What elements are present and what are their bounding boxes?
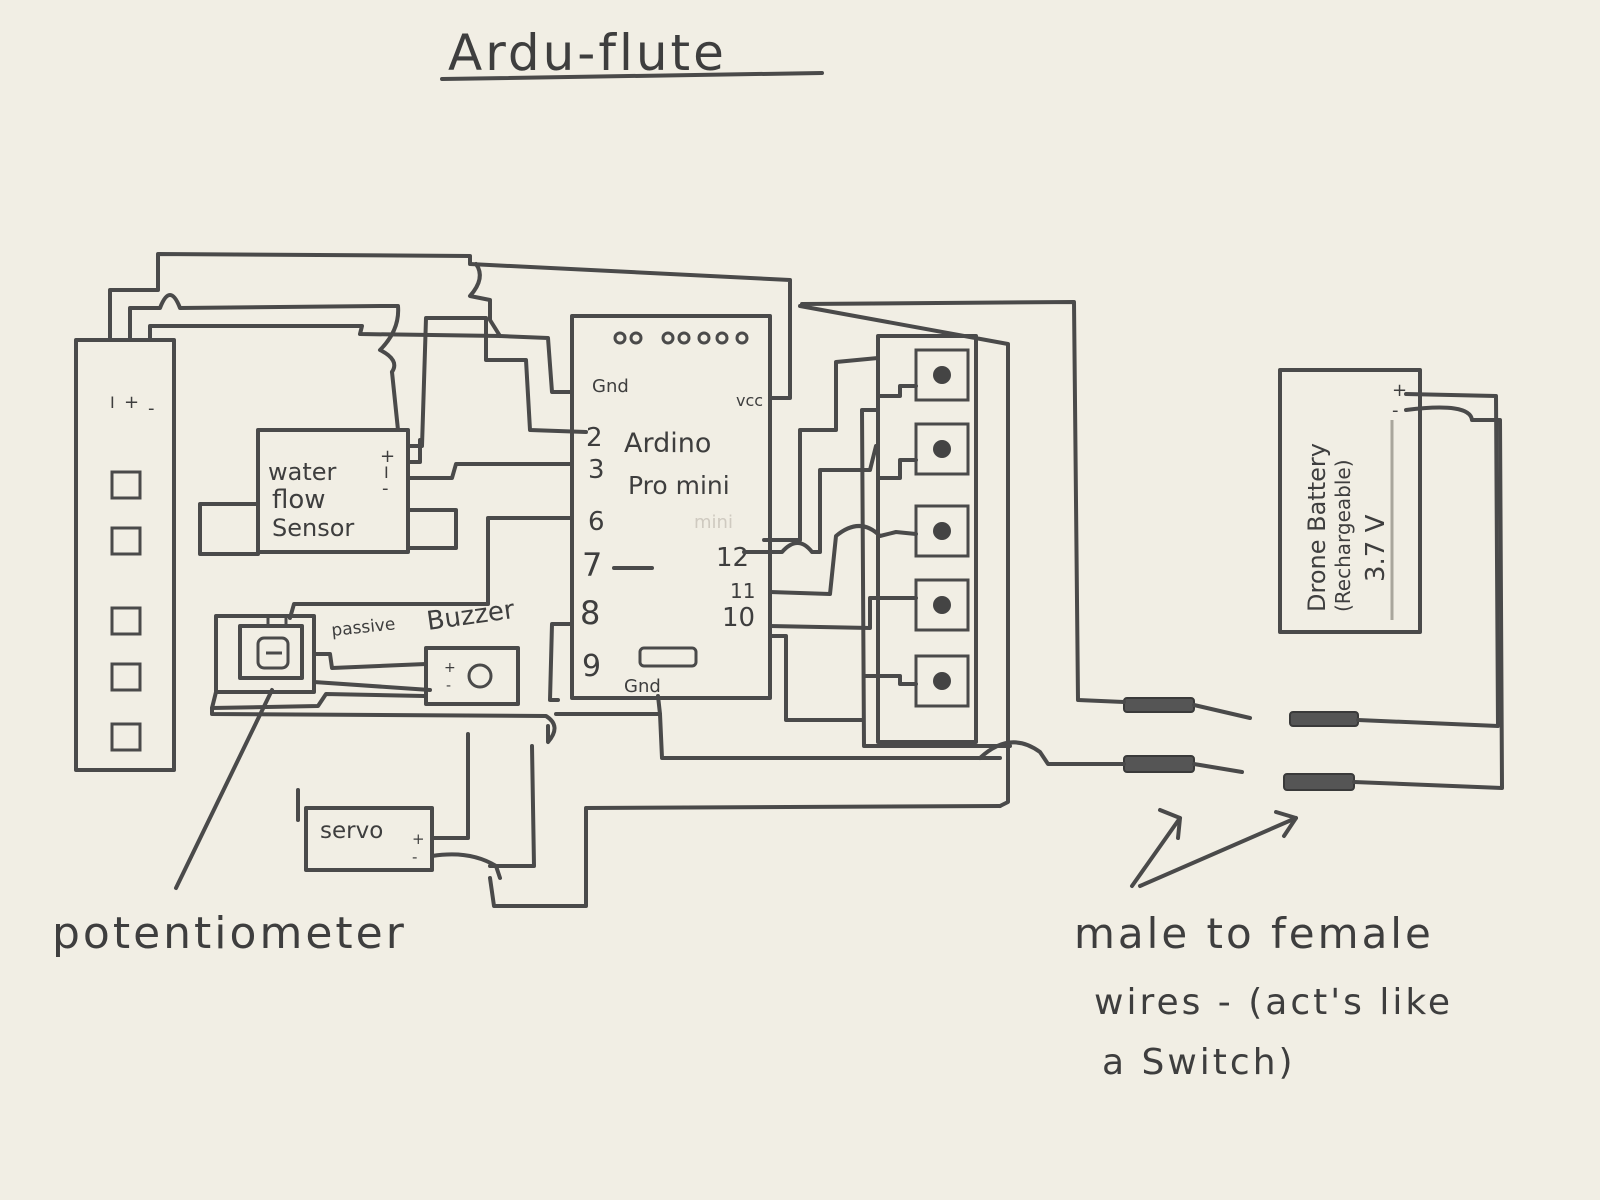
arduino-pin-label: 12 bbox=[716, 543, 749, 573]
header-hole bbox=[613, 331, 627, 345]
arduino-gnd-bottom-label: Gnd bbox=[624, 676, 661, 697]
female-connector bbox=[1283, 773, 1355, 791]
potentiometer bbox=[214, 614, 316, 694]
led-strip-segment bbox=[110, 606, 142, 636]
push-button bbox=[914, 422, 970, 476]
female-connector bbox=[1289, 711, 1359, 727]
buzzer-speaker bbox=[467, 663, 493, 689]
flow-sensor-pin-label: I bbox=[384, 463, 389, 482]
battery-label: 3.7 V bbox=[1361, 514, 1391, 582]
servo-pin-label: - bbox=[412, 848, 417, 866]
servo: servo + - bbox=[304, 806, 434, 872]
servo-label: servo bbox=[320, 818, 383, 844]
arduino-gnd-pad bbox=[638, 646, 698, 668]
male-connector bbox=[1123, 755, 1195, 773]
push-button bbox=[914, 654, 970, 708]
arduino-label: Pro mini bbox=[628, 471, 730, 500]
push-button-cap bbox=[933, 440, 951, 458]
header-hole bbox=[715, 331, 729, 345]
water-flow-sensor: water flow Sensor + I - bbox=[198, 428, 458, 556]
male-connector bbox=[1123, 697, 1195, 713]
arduino-pro-mini: Gnd vcc Ardino Pro mini mini 2 3 6 7 8 9… bbox=[570, 314, 772, 700]
push-button-cap bbox=[933, 672, 951, 690]
wiring bbox=[108, 252, 1504, 908]
flow-sensor-label: water bbox=[268, 458, 337, 486]
arduino-pin-label: 6 bbox=[588, 507, 605, 537]
led-strip-pin-label: + bbox=[124, 392, 139, 413]
led-strip-pin-label: - bbox=[148, 398, 155, 419]
connector-note: male to female bbox=[1074, 909, 1434, 958]
connector-note: a Switch) bbox=[1102, 1042, 1296, 1083]
arduino-vcc-label: vcc bbox=[736, 391, 763, 410]
led-strip-segment bbox=[110, 662, 142, 692]
header-hole bbox=[677, 331, 691, 345]
buzzer-pin-label: - bbox=[446, 678, 451, 694]
buzzer-pin-label: + bbox=[444, 660, 456, 676]
drone-battery: Drone Battery (Rechargeable) 3.7 V + - bbox=[1278, 368, 1422, 634]
battery-pin-label: - bbox=[1392, 400, 1399, 421]
push-button-cap bbox=[933, 522, 951, 540]
page-title: Ardu-flute bbox=[448, 24, 727, 82]
led-strip-pin-label: I bbox=[110, 393, 115, 412]
led-strip: I + - bbox=[74, 338, 176, 772]
title-underline bbox=[440, 71, 824, 81]
arduino-pin-label: 3 bbox=[588, 455, 605, 485]
push-button-cap bbox=[933, 596, 951, 614]
arduino-label: Ardino bbox=[624, 428, 711, 459]
push-button bbox=[914, 504, 970, 558]
push-buttons bbox=[876, 334, 978, 744]
arduino-pin-label: 10 bbox=[722, 603, 755, 633]
arduino-pin-label: 9 bbox=[582, 649, 601, 684]
flow-sensor-pin-label: - bbox=[382, 478, 389, 499]
arduino-ghost-text: mini bbox=[694, 512, 733, 533]
arduino-gnd-label: Gnd bbox=[592, 376, 629, 397]
battery-label: (Rechargeable) bbox=[1331, 459, 1355, 612]
header-hole bbox=[661, 331, 675, 345]
led-strip-segment bbox=[110, 470, 142, 500]
arduino-pin-label: 2 bbox=[586, 423, 603, 453]
flow-sensor-pin-label: + bbox=[380, 446, 395, 467]
servo-pin-label: + bbox=[412, 830, 425, 848]
header-hole bbox=[735, 331, 749, 345]
arduino-pin-label: 11 bbox=[730, 579, 755, 603]
flow-sensor-label: flow bbox=[272, 485, 326, 515]
arduino-pin-label: 7 bbox=[582, 546, 602, 584]
led-strip-segment bbox=[110, 722, 142, 752]
led-strip-segment bbox=[110, 526, 142, 556]
battery-pin-label: + bbox=[1392, 380, 1407, 401]
push-button bbox=[914, 348, 970, 402]
header-hole bbox=[697, 331, 711, 345]
battery-label: Drone Battery bbox=[1303, 443, 1331, 612]
flow-sensor-label: Sensor bbox=[272, 514, 354, 542]
buzzer-label: Buzzer bbox=[425, 595, 517, 637]
header-hole bbox=[629, 331, 643, 345]
switch-connectors bbox=[1123, 697, 1359, 791]
connector-note: wires - (act's like bbox=[1094, 982, 1453, 1023]
push-button-cap bbox=[933, 366, 951, 384]
potentiometer-label: potentiometer bbox=[52, 908, 407, 959]
arduino-pin-label: 8 bbox=[580, 594, 600, 632]
buzzer-note: passive bbox=[330, 614, 396, 641]
push-button bbox=[914, 578, 970, 632]
